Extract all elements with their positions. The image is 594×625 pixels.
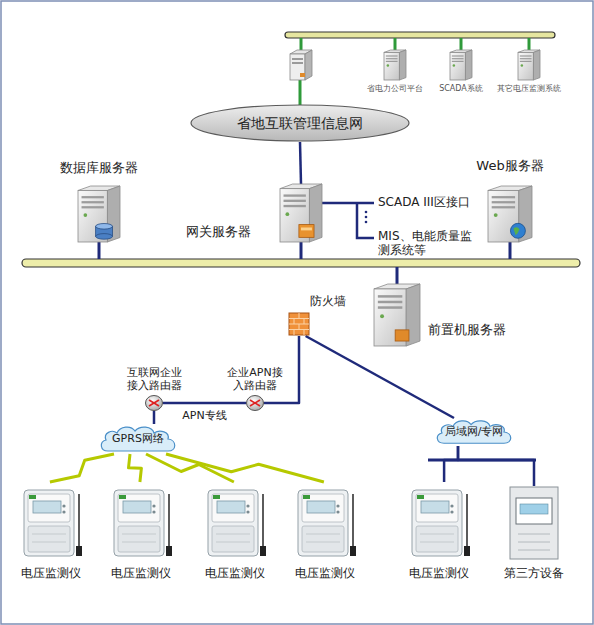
bus-stub — [98, 242, 101, 259]
server-icon — [374, 284, 420, 346]
text-label: 第三方设备 — [491, 566, 577, 580]
lan-bus — [428, 459, 536, 462]
device-node: 第三方设备 — [506, 486, 562, 560]
top-bus — [285, 32, 555, 38]
bus-drop — [528, 38, 531, 50]
server-node: 数据库服务器 — [78, 186, 120, 242]
network-link — [444, 446, 458, 482]
bus-stub — [509, 242, 512, 259]
ellipsis-dot — [365, 216, 368, 219]
text-label: SCADA III区接口 — [378, 195, 498, 209]
ellipsis-dot — [365, 221, 368, 224]
badge — [300, 73, 305, 77]
server-node: SCADA系统 — [450, 50, 472, 80]
meter-icon — [112, 482, 174, 558]
ellipsis-dot — [365, 211, 368, 214]
server-icon — [384, 50, 406, 80]
wireless-bolt — [50, 454, 114, 482]
node-text: 省地互联管理信息网 — [190, 104, 410, 142]
server-node: 前置机服务器 — [374, 284, 420, 346]
interface-bracket — [322, 202, 374, 205]
text-label: 电压监测仪 — [98, 566, 184, 580]
text-label: 防火墙 — [310, 294, 370, 308]
uplink-wire — [299, 80, 302, 105]
wireless-bolt — [129, 454, 142, 482]
bus-drop — [460, 38, 463, 50]
text-label: 数据库服务器 — [44, 160, 154, 176]
router-icon — [145, 395, 163, 411]
meter-node: 电压监测仪 — [206, 482, 268, 558]
interface-bracket — [357, 203, 374, 238]
device-icon — [506, 486, 562, 560]
meter-node: 电压监测仪 — [296, 482, 358, 558]
text-label: 企业APN接入路由器 — [224, 366, 286, 392]
server-icon — [78, 186, 120, 242]
meter-node: 电压监测仪 — [410, 482, 472, 558]
bus-drop — [394, 38, 397, 50]
server-node: 其它电压监测系统 — [518, 50, 540, 80]
text-label: 网关服务器 — [186, 224, 278, 240]
router-node: 互联网企业接入路由器 — [145, 395, 163, 411]
drive-slot — [292, 58, 303, 60]
server-node: 省电力公司平台 — [384, 50, 406, 80]
network-link — [458, 446, 534, 486]
edge-label: APN专线 — [170, 409, 240, 422]
meter-icon — [296, 482, 358, 558]
meter-icon — [206, 482, 268, 558]
network-link — [163, 402, 246, 405]
network-link — [306, 336, 454, 418]
server-node: 网关服务器 — [280, 184, 322, 242]
firewall-node: 防火墙 — [288, 312, 310, 336]
router-node: 企业APN接入路由器 — [246, 395, 264, 411]
server-node: Web服务器 — [488, 186, 532, 242]
network-ellipse: 省地互联管理信息网 — [190, 104, 410, 142]
text-label: 电压监测仪 — [8, 566, 94, 580]
text-label: 电压监测仪 — [282, 566, 368, 580]
meter-icon — [22, 482, 84, 558]
text-label: 其它电压监测系统 — [491, 84, 567, 94]
wireless-bolt — [146, 454, 234, 482]
text-label: Web服务器 — [455, 158, 565, 174]
bus-stub — [300, 242, 303, 259]
server-icon — [488, 186, 532, 242]
firewall-icon — [288, 312, 310, 336]
node-text: 局域网/专网 — [434, 418, 514, 446]
text-label: 互联网企业接入路由器 — [122, 366, 186, 392]
main-bus — [22, 259, 580, 267]
network-link — [153, 411, 156, 424]
meter-node: 电压监测仪 — [22, 482, 84, 558]
server-side — [305, 50, 312, 80]
network-link — [264, 336, 299, 403]
bus-stub — [396, 267, 399, 284]
server-front — [290, 54, 305, 80]
text-label: 前置机服务器 — [428, 322, 528, 338]
cloud-node: GPRS网络 — [98, 424, 178, 454]
network-link — [300, 142, 301, 184]
bus-drop — [300, 38, 303, 50]
text-label: 电压监测仪 — [192, 566, 278, 580]
server-icon — [290, 50, 312, 80]
server-icon — [280, 184, 322, 242]
cloud-node: 局域网/专网 — [434, 418, 514, 446]
server-icon — [518, 50, 540, 80]
meter-node: 电压监测仪 — [112, 482, 174, 558]
wireless-bolt — [166, 454, 324, 482]
meter-icon — [410, 482, 472, 558]
server-icon — [450, 50, 472, 80]
text-label: 电压监测仪 — [396, 566, 482, 580]
router-icon — [246, 395, 264, 411]
text-label: MIS、电能质量监测系统等 — [378, 229, 474, 258]
text-label: 省电力公司平台 — [360, 84, 430, 94]
node-text: GPRS网络 — [98, 424, 178, 454]
drive-slot — [292, 62, 303, 64]
text-label: SCADA系统 — [426, 84, 496, 94]
